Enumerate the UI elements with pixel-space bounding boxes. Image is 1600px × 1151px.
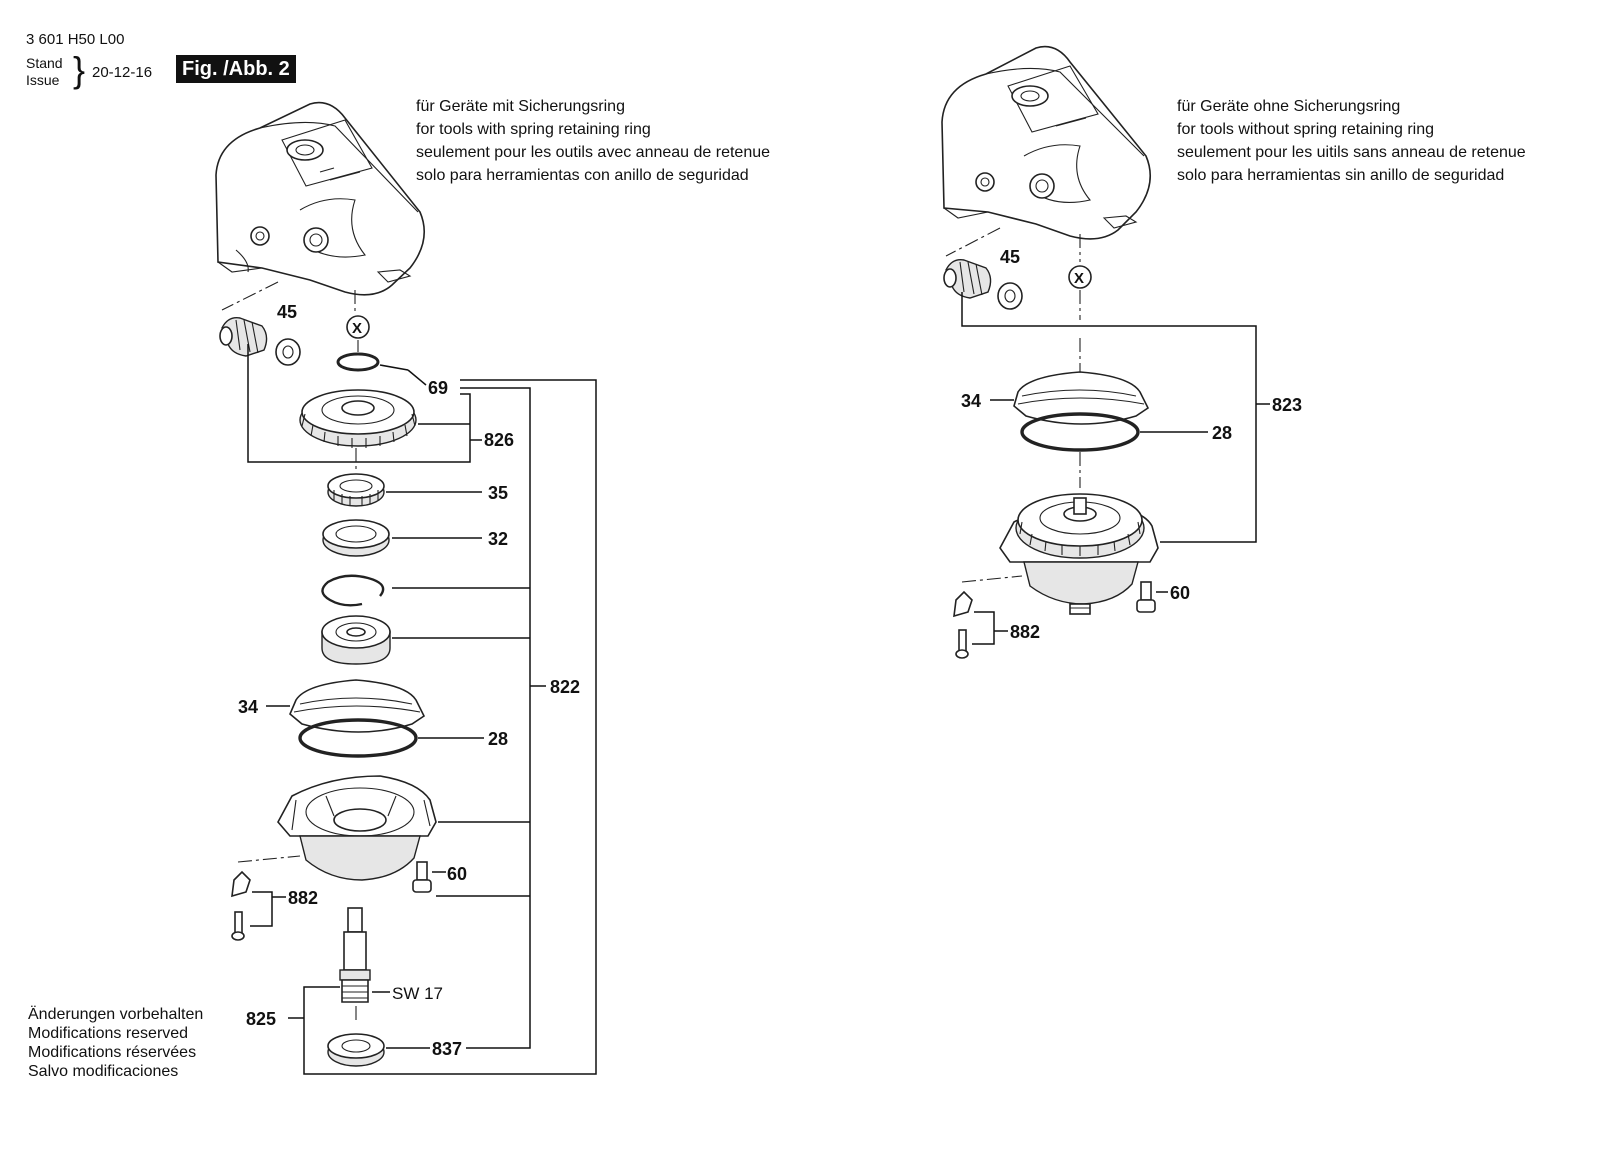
- label-34-left: 34: [238, 697, 258, 717]
- issue-date: 20-12-16: [92, 64, 153, 81]
- label-825: 825: [246, 1009, 276, 1029]
- brace-glyph: }: [73, 49, 86, 90]
- locking-lever-left: [231, 870, 251, 941]
- label-28-left: 28: [488, 729, 508, 749]
- o-ring-28-left: [298, 718, 418, 758]
- nut-45-right: [997, 282, 1023, 310]
- footer-line: Modifications reserved: [28, 1025, 189, 1042]
- note-line: solo para herramientas con anillo de seg…: [416, 167, 749, 184]
- label-826: 826: [484, 430, 514, 450]
- x-marker-left: [346, 315, 370, 339]
- label-28-right: 28: [1212, 423, 1232, 443]
- note-line: solo para herramientas sin anillo de seg…: [1177, 167, 1505, 184]
- gear-flange-assembly-right: [999, 493, 1159, 615]
- note-line: seulement pour les outils avec anneau de…: [416, 144, 771, 161]
- label-35: 35: [488, 483, 508, 503]
- label-882-left: 882: [288, 888, 318, 908]
- label-882-right: 882: [1010, 622, 1040, 642]
- figure-label: Fig. /Abb. 2: [176, 55, 296, 83]
- right-exploded-view: 45 X 823 34 28: [941, 45, 1302, 659]
- part-number: 3 601 H50 L00: [26, 31, 125, 48]
- stand-label: Stand: [26, 55, 63, 71]
- left-variant-note: für Geräte mit Sicherungsring for tools …: [416, 95, 770, 187]
- label-60-left: 60: [447, 864, 467, 884]
- modifications-notice: Änderungen vorbehalten Modifications res…: [28, 1005, 203, 1081]
- bevel-gear-left: [299, 389, 417, 448]
- label-32: 32: [488, 529, 508, 549]
- footer-line: Modifications réservées: [28, 1044, 197, 1061]
- label-45: 45: [277, 302, 297, 322]
- note-line: for tools with spring retaining ring: [416, 121, 651, 138]
- label-60-right: 60: [1170, 583, 1190, 603]
- ball-bearing-left: [321, 615, 530, 665]
- left-exploded-view: 45 X 69 826: [215, 101, 597, 1075]
- label-822: 822: [550, 677, 580, 697]
- label-837: 837: [432, 1039, 462, 1059]
- x-marker-text-right: X: [1074, 270, 1084, 287]
- note-line: for tools without spring retaining ring: [1177, 121, 1435, 138]
- protective-cap-34-left: [289, 679, 426, 733]
- note-line: für Geräte mit Sicherungsring: [416, 98, 625, 115]
- note-line: seulement pour les uitils sans anneau de…: [1177, 144, 1526, 161]
- label-69: 69: [428, 378, 448, 398]
- pinion-right: [943, 259, 992, 299]
- o-ring-28-right: [1020, 412, 1140, 452]
- label-45-right: 45: [1000, 247, 1020, 267]
- ball-bearing-837: [327, 1033, 385, 1067]
- circlip-left: [321, 574, 530, 607]
- gear-housing-right: [941, 45, 1152, 240]
- nut-45-left: [275, 338, 301, 366]
- label-34-right: 34: [961, 391, 981, 411]
- spindle-left: [339, 907, 371, 1003]
- screw-60-left: [412, 861, 432, 893]
- right-variant-note: für Geräte ohne Sicherungsring for tools…: [1177, 95, 1526, 187]
- label-823: 823: [1272, 395, 1302, 415]
- needle-bearing-35: [327, 473, 385, 507]
- issue-label: Issue: [26, 72, 60, 88]
- x-marker-right: [1068, 265, 1092, 289]
- screw-60-right: [1136, 581, 1156, 613]
- retaining-ring-69: [336, 352, 427, 386]
- bearing-flange-left: [277, 775, 437, 881]
- x-marker-text: X: [352, 320, 362, 337]
- seal-32: [322, 519, 390, 557]
- footer-line: Salvo modificaciones: [28, 1063, 179, 1080]
- gear-housing-left: [215, 101, 426, 296]
- locking-lever-right: [953, 590, 973, 659]
- protective-cap-34-right: [1013, 371, 1150, 425]
- note-line: für Geräte ohne Sicherungsring: [1177, 98, 1401, 115]
- wrench-size-label: SW 17: [392, 984, 443, 1003]
- footer-line: Änderungen vorbehalten: [28, 1006, 204, 1023]
- pinion-left: [219, 317, 268, 357]
